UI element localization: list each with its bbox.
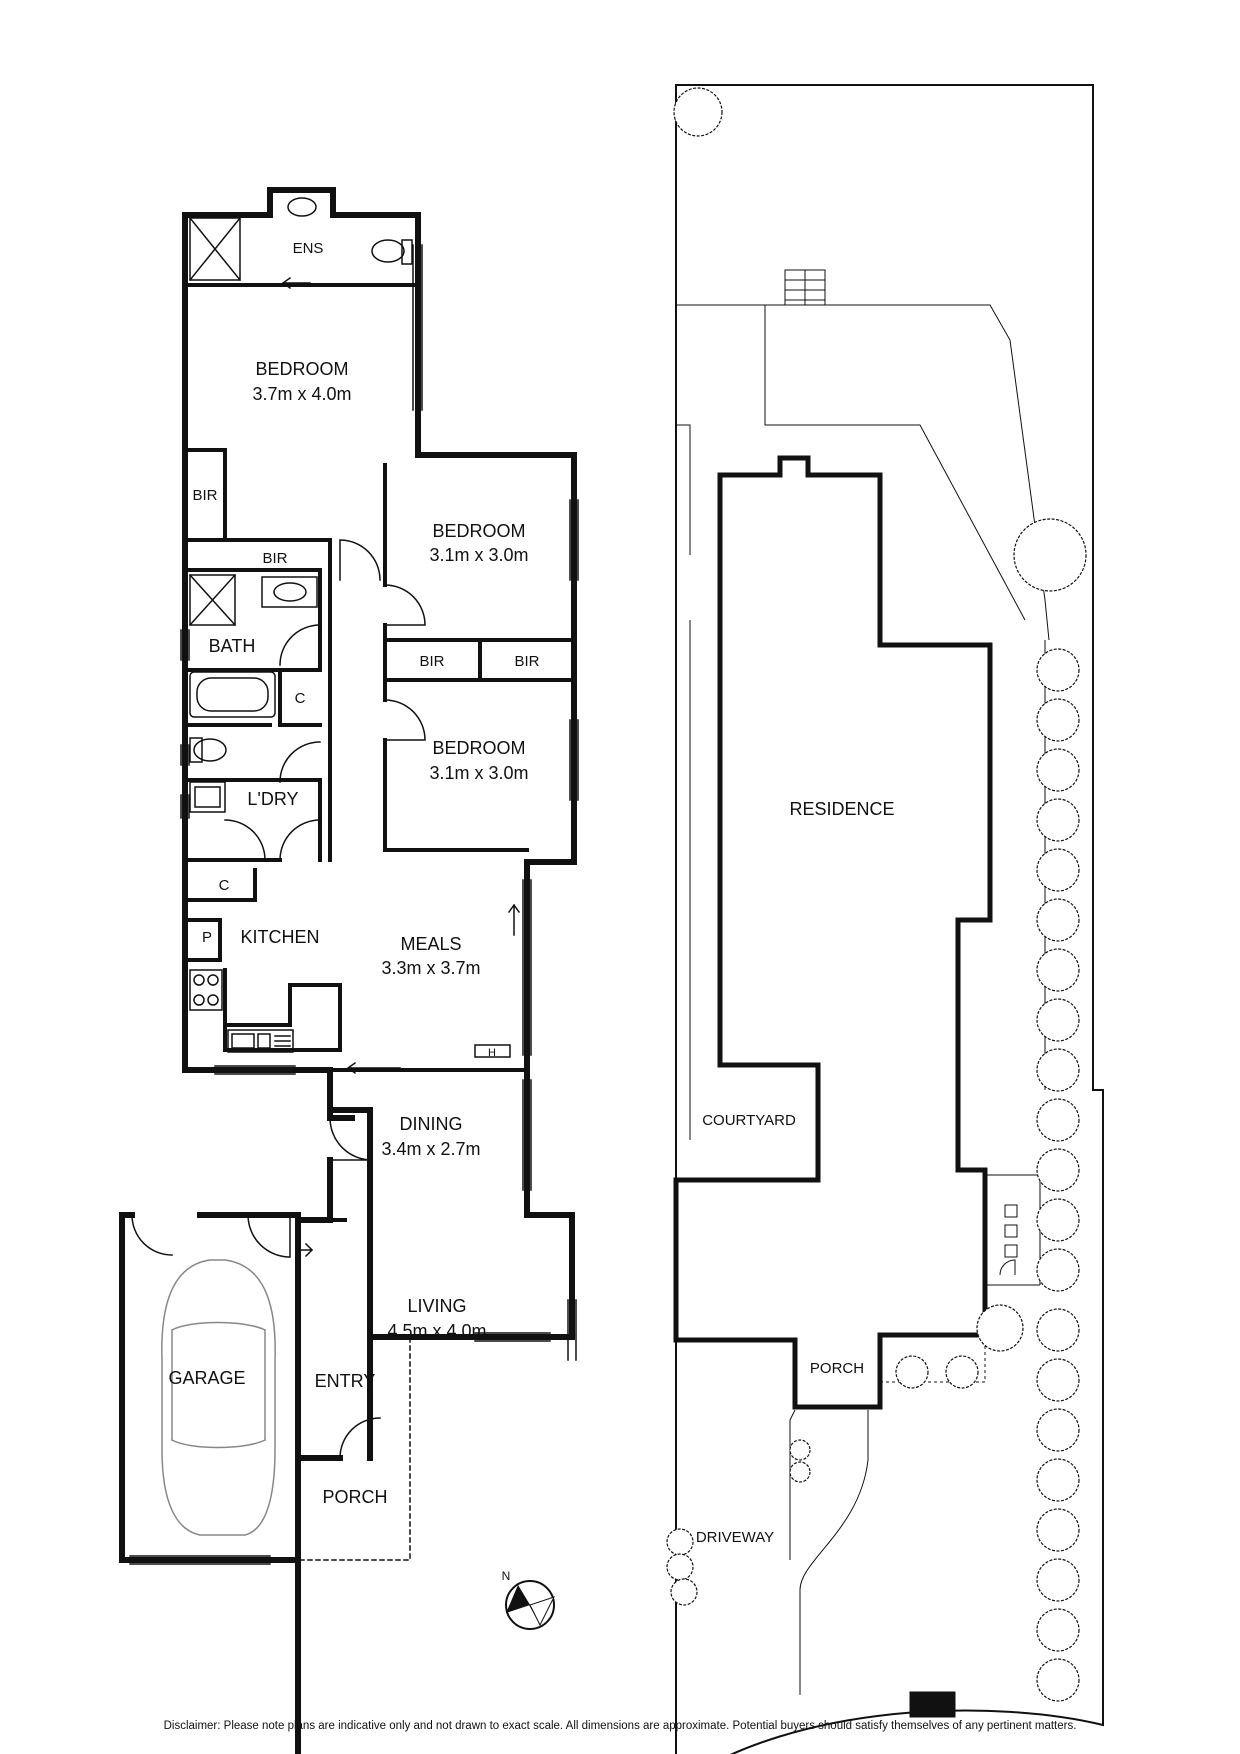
heater-label: H — [488, 1047, 496, 1059]
room-label-bedroom3: BEDROOM — [432, 738, 525, 758]
entry-wall — [295, 1217, 373, 1461]
cupboard-label-kitchen: C — [219, 877, 230, 894]
meter-box — [909, 1691, 956, 1718]
room-dims-meals: 3.3m x 3.7m — [381, 958, 480, 978]
compass: N — [502, 1569, 555, 1630]
disclaimer: Disclaimer: Please note plans are indica… — [163, 1720, 1077, 1732]
room-label-porch: PORCH — [322, 1487, 387, 1507]
room-label-laundry: L'DRY — [247, 789, 298, 809]
car-outline — [161, 1259, 276, 1536]
room-label-meals: MEALS — [400, 934, 461, 954]
site-trees — [666, 87, 1087, 1702]
garage-wall — [119, 1212, 301, 1563]
room-label-kitchen: KITCHEN — [240, 927, 319, 947]
room-label-bedroom1: BEDROOM — [255, 359, 348, 379]
room-label-living: LIVING — [407, 1296, 466, 1316]
room-label-bath: BATH — [209, 636, 256, 656]
room-dims-dining: 3.4m x 2.7m — [381, 1139, 480, 1159]
room-dims-living: 4.5m x 4.0m — [387, 1321, 486, 1341]
room-label-garage: GARAGE — [168, 1368, 245, 1388]
room-label-entry: ENTRY — [315, 1371, 376, 1391]
bir-label-3: BIR — [419, 653, 444, 670]
driveway-label: DRIVEWAY — [696, 1529, 774, 1546]
floor-plan-labels: ENS BEDROOM 3.7m x 4.0m BEDROOM 3.1m x 3… — [168, 240, 539, 1507]
fixtures — [188, 197, 511, 1058]
doors — [131, 276, 521, 1459]
pantry-label: P — [202, 929, 212, 946]
room-dims-bedroom1: 3.7m x 4.0m — [252, 384, 351, 404]
room-label-bedroom2: BEDROOM — [432, 521, 525, 541]
outer-wall-living — [295, 1067, 355, 1754]
residence-outline — [673, 455, 993, 1410]
windows — [129, 244, 579, 1565]
room-label-ens: ENS — [293, 240, 324, 257]
courtyard-label: COURTYARD — [702, 1112, 796, 1129]
bir-label-4: BIR — [514, 653, 539, 670]
site-plan-labels: RESIDENCE COURTYARD PORCH DRIVEWAY — [696, 799, 895, 1546]
porch-outline — [297, 1339, 411, 1561]
bir-label-1: BIR — [192, 487, 217, 504]
room-label-dining: DINING — [400, 1114, 463, 1134]
residence-label: RESIDENCE — [789, 799, 894, 819]
floor-plan — [119, 187, 579, 1754]
internal-walls — [183, 283, 576, 1222]
bir-label-2: BIR — [262, 550, 287, 567]
room-dims-bedroom3: 3.1m x 3.0m — [429, 763, 528, 783]
room-dims-bedroom2: 3.1m x 3.0m — [429, 545, 528, 565]
cupboard-label-bath: C — [295, 690, 306, 707]
site-porch-label: PORCH — [810, 1360, 864, 1377]
compass-north-label: N — [502, 1569, 511, 1583]
